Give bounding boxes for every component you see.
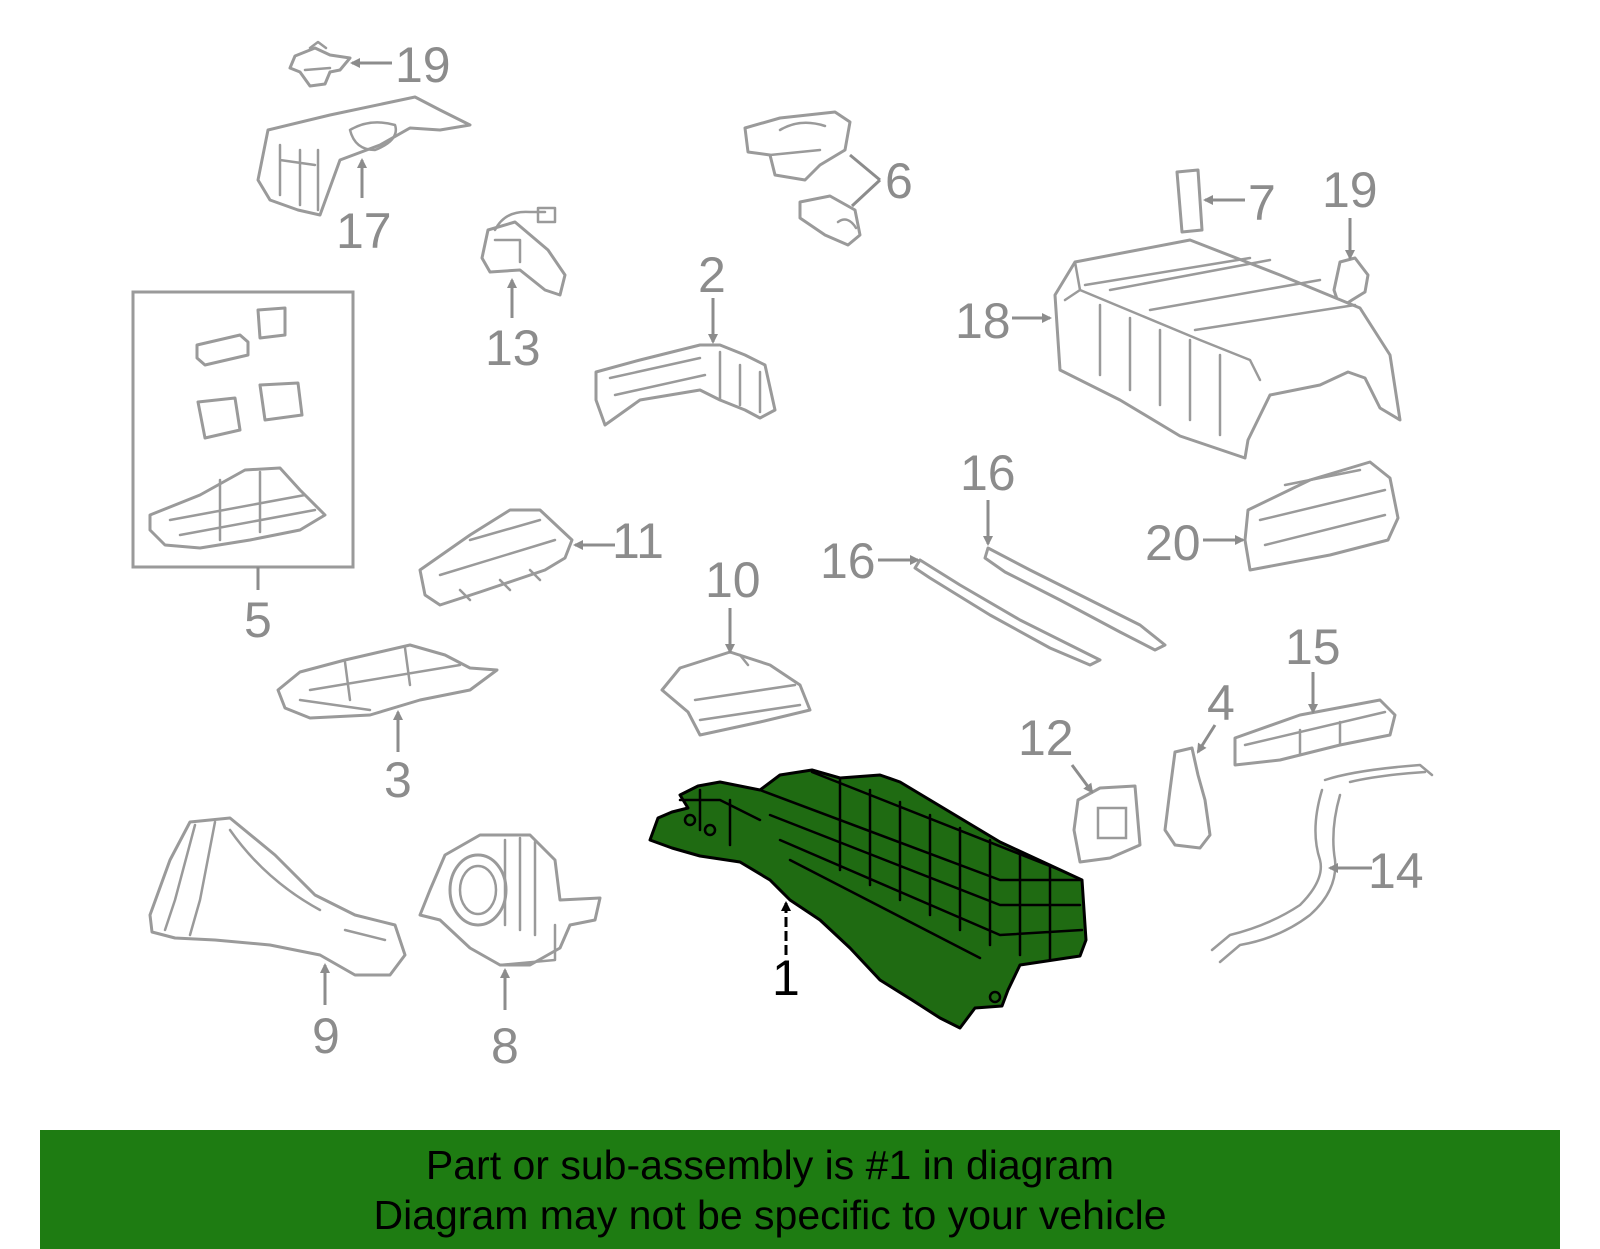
callout-16-left: 16 — [820, 533, 876, 589]
callout-19-right: 19 — [1322, 162, 1378, 218]
callout-18: 18 — [955, 293, 1011, 349]
callout-4: 4 — [1207, 675, 1235, 731]
callout-6: 6 — [885, 153, 913, 209]
info-banner: Part or sub-assembly is #1 in diagram Di… — [40, 1130, 1560, 1249]
part-20[interactable] — [1243, 460, 1400, 572]
part-6[interactable] — [743, 110, 862, 247]
callout-8: 8 — [491, 1018, 519, 1074]
part-13[interactable] — [480, 206, 567, 297]
callout-19-top-left: 19 — [395, 37, 451, 93]
part-2[interactable] — [594, 343, 777, 427]
part-14[interactable] — [1210, 763, 1434, 964]
part-15[interactable] — [1233, 698, 1397, 767]
callout-2: 2 — [698, 247, 726, 303]
part-11[interactable] — [418, 508, 574, 607]
part-12[interactable] — [1072, 784, 1142, 864]
part-16-strap-b[interactable] — [983, 546, 1167, 652]
callout-16-top: 16 — [960, 445, 1016, 501]
banner-line-part-info: Part or sub-assembly is #1 in diagram — [425, 1141, 1115, 1188]
part-4[interactable] — [1163, 746, 1212, 850]
part-8[interactable] — [418, 833, 602, 967]
banner-line-disclaimer: Diagram may not be specific to your vehi… — [373, 1191, 1167, 1238]
part-19-right[interactable] — [1332, 256, 1370, 310]
part-17[interactable] — [256, 95, 472, 217]
parts-diagram: 19 17 13 6 7 19 — [131, 37, 1434, 1074]
part-19-top-left[interactable] — [288, 40, 352, 88]
part-16-strap-a[interactable] — [913, 558, 1102, 667]
part-9[interactable] — [148, 816, 407, 977]
callout-17: 17 — [336, 203, 392, 259]
leader-12 — [1070, 764, 1094, 794]
part-3[interactable] — [276, 643, 499, 720]
leader-6 — [849, 153, 882, 208]
leader-4 — [1196, 724, 1217, 754]
callout-12: 12 — [1018, 710, 1074, 766]
part-5-group[interactable] — [131, 290, 355, 569]
callout-15: 15 — [1285, 619, 1341, 675]
callout-5: 5 — [244, 592, 272, 648]
part-10[interactable] — [660, 650, 812, 737]
callout-10: 10 — [705, 552, 761, 608]
callout-1: 1 — [772, 950, 800, 1006]
callout-11: 11 — [612, 513, 664, 569]
part-7[interactable] — [1175, 168, 1204, 234]
part-18[interactable] — [1053, 238, 1402, 460]
callout-7: 7 — [1248, 175, 1276, 231]
callout-9: 9 — [312, 1008, 340, 1064]
part-1-highlighted[interactable] — [648, 768, 1088, 1030]
callout-13: 13 — [485, 320, 541, 376]
callout-14: 14 — [1368, 843, 1424, 899]
callout-20: 20 — [1145, 515, 1201, 571]
callout-3: 3 — [384, 752, 412, 808]
